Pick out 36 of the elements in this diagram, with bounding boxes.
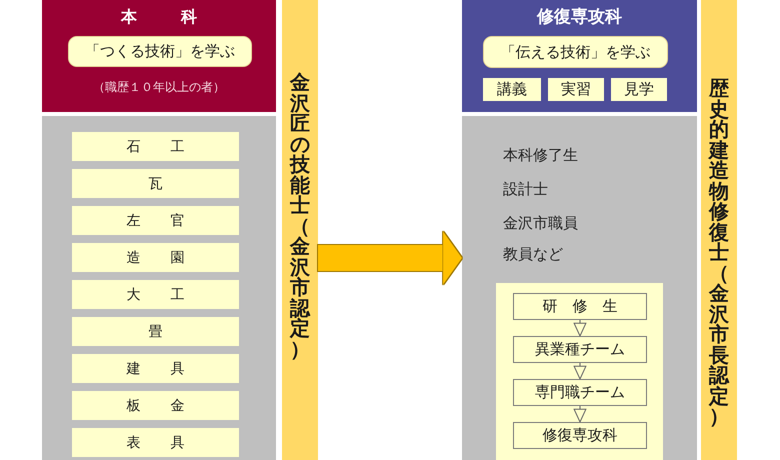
flow-arrow: [574, 362, 586, 380]
department-panel: [462, 0, 697, 112]
department-panel: [42, 0, 276, 112]
stage-card: 研 修 生: [513, 293, 647, 320]
motto-banner: 「伝える技術」を学ぶ: [483, 36, 668, 68]
activity-tag: 実習: [548, 78, 604, 101]
trade-card: 瓦: [72, 169, 239, 198]
trades-panel: [42, 116, 276, 460]
stage-card: 専門職チーム: [513, 379, 647, 406]
trade-card: 畳: [72, 317, 239, 346]
trade-card: 左 官: [72, 206, 239, 235]
trade-card: 石 工: [72, 132, 239, 161]
panel-heading: 修復専攻科: [537, 7, 622, 28]
stage-card: 異業種チーム: [513, 336, 647, 363]
certification-band: 金沢匠の技能士（金沢市認定）: [282, 0, 318, 460]
training-flow-panel: [496, 283, 663, 460]
participant-text: 設計士: [503, 180, 548, 198]
block-arrow: [318, 232, 462, 284]
certification-band: 歴史的建造物修復士（金沢市長認定）: [701, 0, 737, 460]
participant-text: 教員など: [503, 245, 563, 263]
activity-tag: 見学: [611, 78, 667, 101]
panel-heading: 本 科: [120, 7, 211, 26]
flow-arrow: [574, 320, 586, 336]
motto-banner: 「つくる技術」を学ぶ: [68, 36, 252, 67]
eligibility-note: （職歴１０年以上の者）: [93, 80, 225, 94]
participant-text: 金沢市職員: [503, 214, 578, 232]
trade-card: 表 具: [72, 428, 239, 457]
flow-arrow: [574, 406, 586, 422]
trade-card: 建 具: [72, 354, 239, 383]
participants-panel: [462, 116, 697, 460]
activity-tag: 講義: [483, 78, 541, 101]
stage-card: 修復専攻科: [513, 422, 647, 449]
trade-card: 板 金: [72, 391, 239, 420]
trade-card: 造 園: [72, 243, 239, 272]
trade-card: 大 工: [72, 280, 239, 309]
participant-text: 本科修了生: [503, 146, 578, 164]
